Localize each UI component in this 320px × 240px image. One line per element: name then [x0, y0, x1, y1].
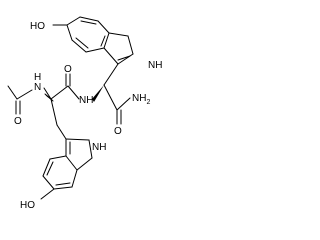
carbonyl-oxygen-center: O: [64, 64, 72, 75]
acetamide-nitrogen: N: [34, 82, 41, 93]
peptide-backbone: [7, 73, 131, 140]
amide-nh-center: NH: [79, 95, 93, 106]
upper-hydroxyindole: [52, 16, 134, 86]
stereo-wedge-right: [92, 85, 104, 102]
indole-nh-label-upper: NH: [148, 60, 162, 71]
acetamide-hydrogen: H: [34, 72, 41, 83]
hydroxyl-label-top: HO: [30, 21, 45, 32]
lower-hydroxyindole: [40, 138, 93, 200]
terminal-amine-label: NH2: [132, 93, 150, 106]
hydroxyl-label-bottom: HO: [20, 200, 35, 211]
acetyl-oxygen: O: [14, 116, 22, 127]
carboxamide-oxygen: O: [114, 126, 122, 137]
chemical-structure: HO NH O N H NH O NH: [7, 16, 162, 211]
indole-nh-label-lower: NH: [92, 142, 106, 153]
stereo-hash-left: [44, 93, 54, 102]
